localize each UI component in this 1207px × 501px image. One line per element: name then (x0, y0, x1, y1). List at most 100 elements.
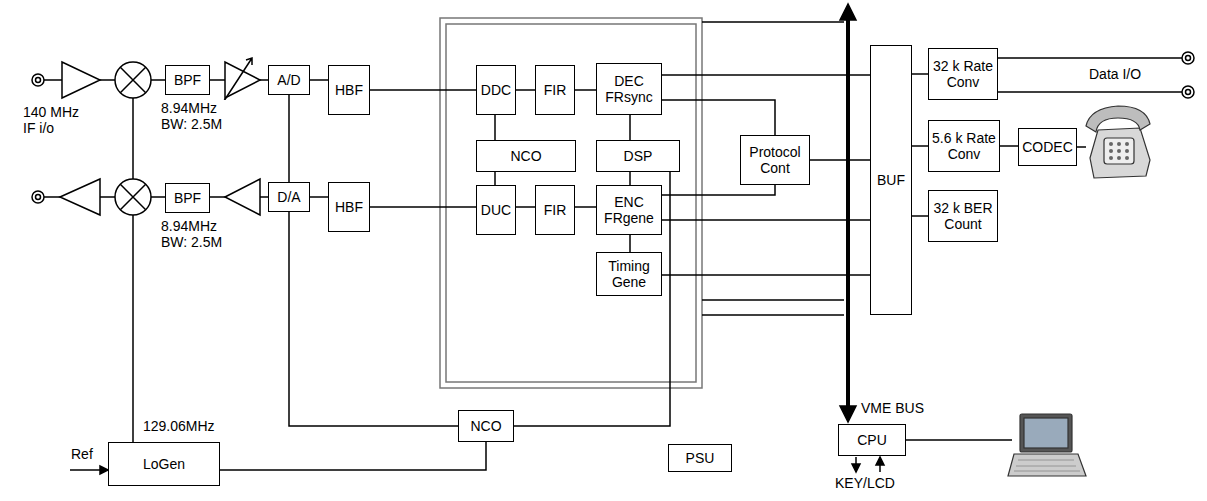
filter-box: BPF (165, 65, 210, 95)
wire (906, 439, 1012, 441)
signal-wire (912, 215, 928, 217)
block-label: FIR (544, 202, 567, 218)
signal-wire (1000, 145, 1018, 147)
block-label: BPF (174, 190, 201, 206)
bus-label: VME BUS (860, 400, 925, 416)
block-label: HBF (335, 199, 363, 215)
arrowhead (840, 4, 856, 20)
bus-wire (702, 22, 844, 315)
signal-wire (662, 185, 775, 195)
converter-box: DDC (476, 65, 516, 115)
signal-wire (912, 145, 928, 147)
arrowhead (852, 464, 860, 472)
arrowhead (100, 466, 108, 474)
signal-wire (575, 206, 596, 208)
filter-box: BPF (165, 183, 210, 213)
block-label: NCO (470, 418, 501, 434)
wire (44, 196, 268, 198)
signal-wire (912, 73, 928, 75)
port-label: KEY/LCD (834, 475, 896, 491)
rate-converter-box: 32 k Rate Conv (928, 48, 998, 100)
processor-box: DSP (596, 140, 680, 172)
block-label: Protocol Cont (743, 144, 807, 176)
terminal-symbol (32, 74, 44, 86)
block-label: PSU (686, 450, 715, 466)
signal-wire (575, 89, 596, 91)
ref-wire (70, 469, 104, 471)
variable-amplifier-symbol (222, 58, 252, 104)
block-label: BPF (174, 72, 201, 88)
decoder-box: DEC FRsync (596, 63, 662, 115)
oscillator-box: LoGen (108, 442, 220, 486)
signal-wire (516, 206, 535, 208)
block-label: A/D (277, 72, 300, 88)
vme-bus-arrow (846, 18, 850, 408)
signal-wire (629, 235, 631, 252)
converter-box: A/D (268, 65, 310, 95)
counter-box: 32 k BER Count (928, 190, 998, 242)
terminal-symbol (1182, 52, 1194, 64)
signal-wire (629, 172, 631, 185)
port-label: Data I/O (1088, 66, 1142, 82)
block-label: DEC FRsync (599, 73, 659, 105)
filter-box: FIR (535, 185, 575, 235)
block-label: CODEC (1022, 139, 1073, 155)
oscillator-box: NCO (476, 140, 576, 172)
block-label: FIR (544, 82, 567, 98)
block-label: DDC (481, 82, 511, 98)
signal-wire (310, 79, 328, 81)
amplifier-symbol (62, 62, 100, 98)
terminal-symbol (1186, 56, 1191, 61)
codec-box: CODEC (1018, 128, 1077, 166)
telephone-icon (1086, 106, 1150, 178)
filter-box: HBF (328, 182, 370, 232)
mixer-symbol (115, 62, 151, 98)
processor-box: CPU (838, 424, 906, 456)
mixer-symbol (120, 184, 145, 209)
block-label: LoGen (143, 456, 185, 472)
amplifier-symbol (225, 179, 260, 215)
signal-label: 140 MHz IF i/o (22, 104, 94, 136)
frequency-label: 129.06MHz (142, 418, 216, 434)
signal-wire (810, 159, 870, 161)
buffer-box: BUF (870, 45, 912, 315)
terminal-symbol (1186, 90, 1191, 95)
terminal-symbol (36, 78, 41, 83)
signal-wire (220, 442, 486, 470)
signal-wire (514, 172, 670, 426)
block-label: 32 k Rate Conv (931, 58, 995, 90)
signal-wire (289, 212, 458, 426)
block-label: DUC (481, 202, 511, 218)
arrowhead (876, 457, 884, 465)
block-label: NCO (510, 148, 541, 164)
rate-converter-box: 5.6 k Rate Conv (928, 120, 1000, 172)
block-label: Timing Gene (599, 258, 659, 290)
block-label: DSP (624, 148, 653, 164)
wire (44, 79, 268, 81)
arrowhead (840, 406, 856, 422)
mixer-symbol (120, 67, 145, 92)
signal-wire (662, 74, 870, 76)
laptop-icon (1008, 414, 1086, 476)
power-box: PSU (668, 444, 732, 472)
signal-wire (494, 115, 496, 140)
controller-box: Protocol Cont (740, 135, 810, 185)
block-label: BUF (877, 172, 905, 188)
signal-wire (629, 115, 631, 140)
terminal-symbol (1182, 86, 1194, 98)
mixer-symbol (115, 179, 151, 215)
fpga-outline (446, 24, 696, 382)
filter-box: HBF (328, 65, 370, 115)
block-label: 5.6 k Rate Conv (931, 130, 997, 162)
amplifier-symbol (60, 179, 100, 215)
wire (998, 58, 1182, 92)
signal-wire (310, 196, 328, 198)
filter-box: FIR (535, 65, 575, 115)
terminal-symbol (32, 191, 44, 203)
block-label: D/A (277, 189, 300, 205)
timing-box: Timing Gene (596, 252, 662, 296)
terminal-symbol (36, 195, 41, 200)
block-label: 32 k BER Count (931, 200, 995, 232)
signal-wire (662, 219, 870, 221)
